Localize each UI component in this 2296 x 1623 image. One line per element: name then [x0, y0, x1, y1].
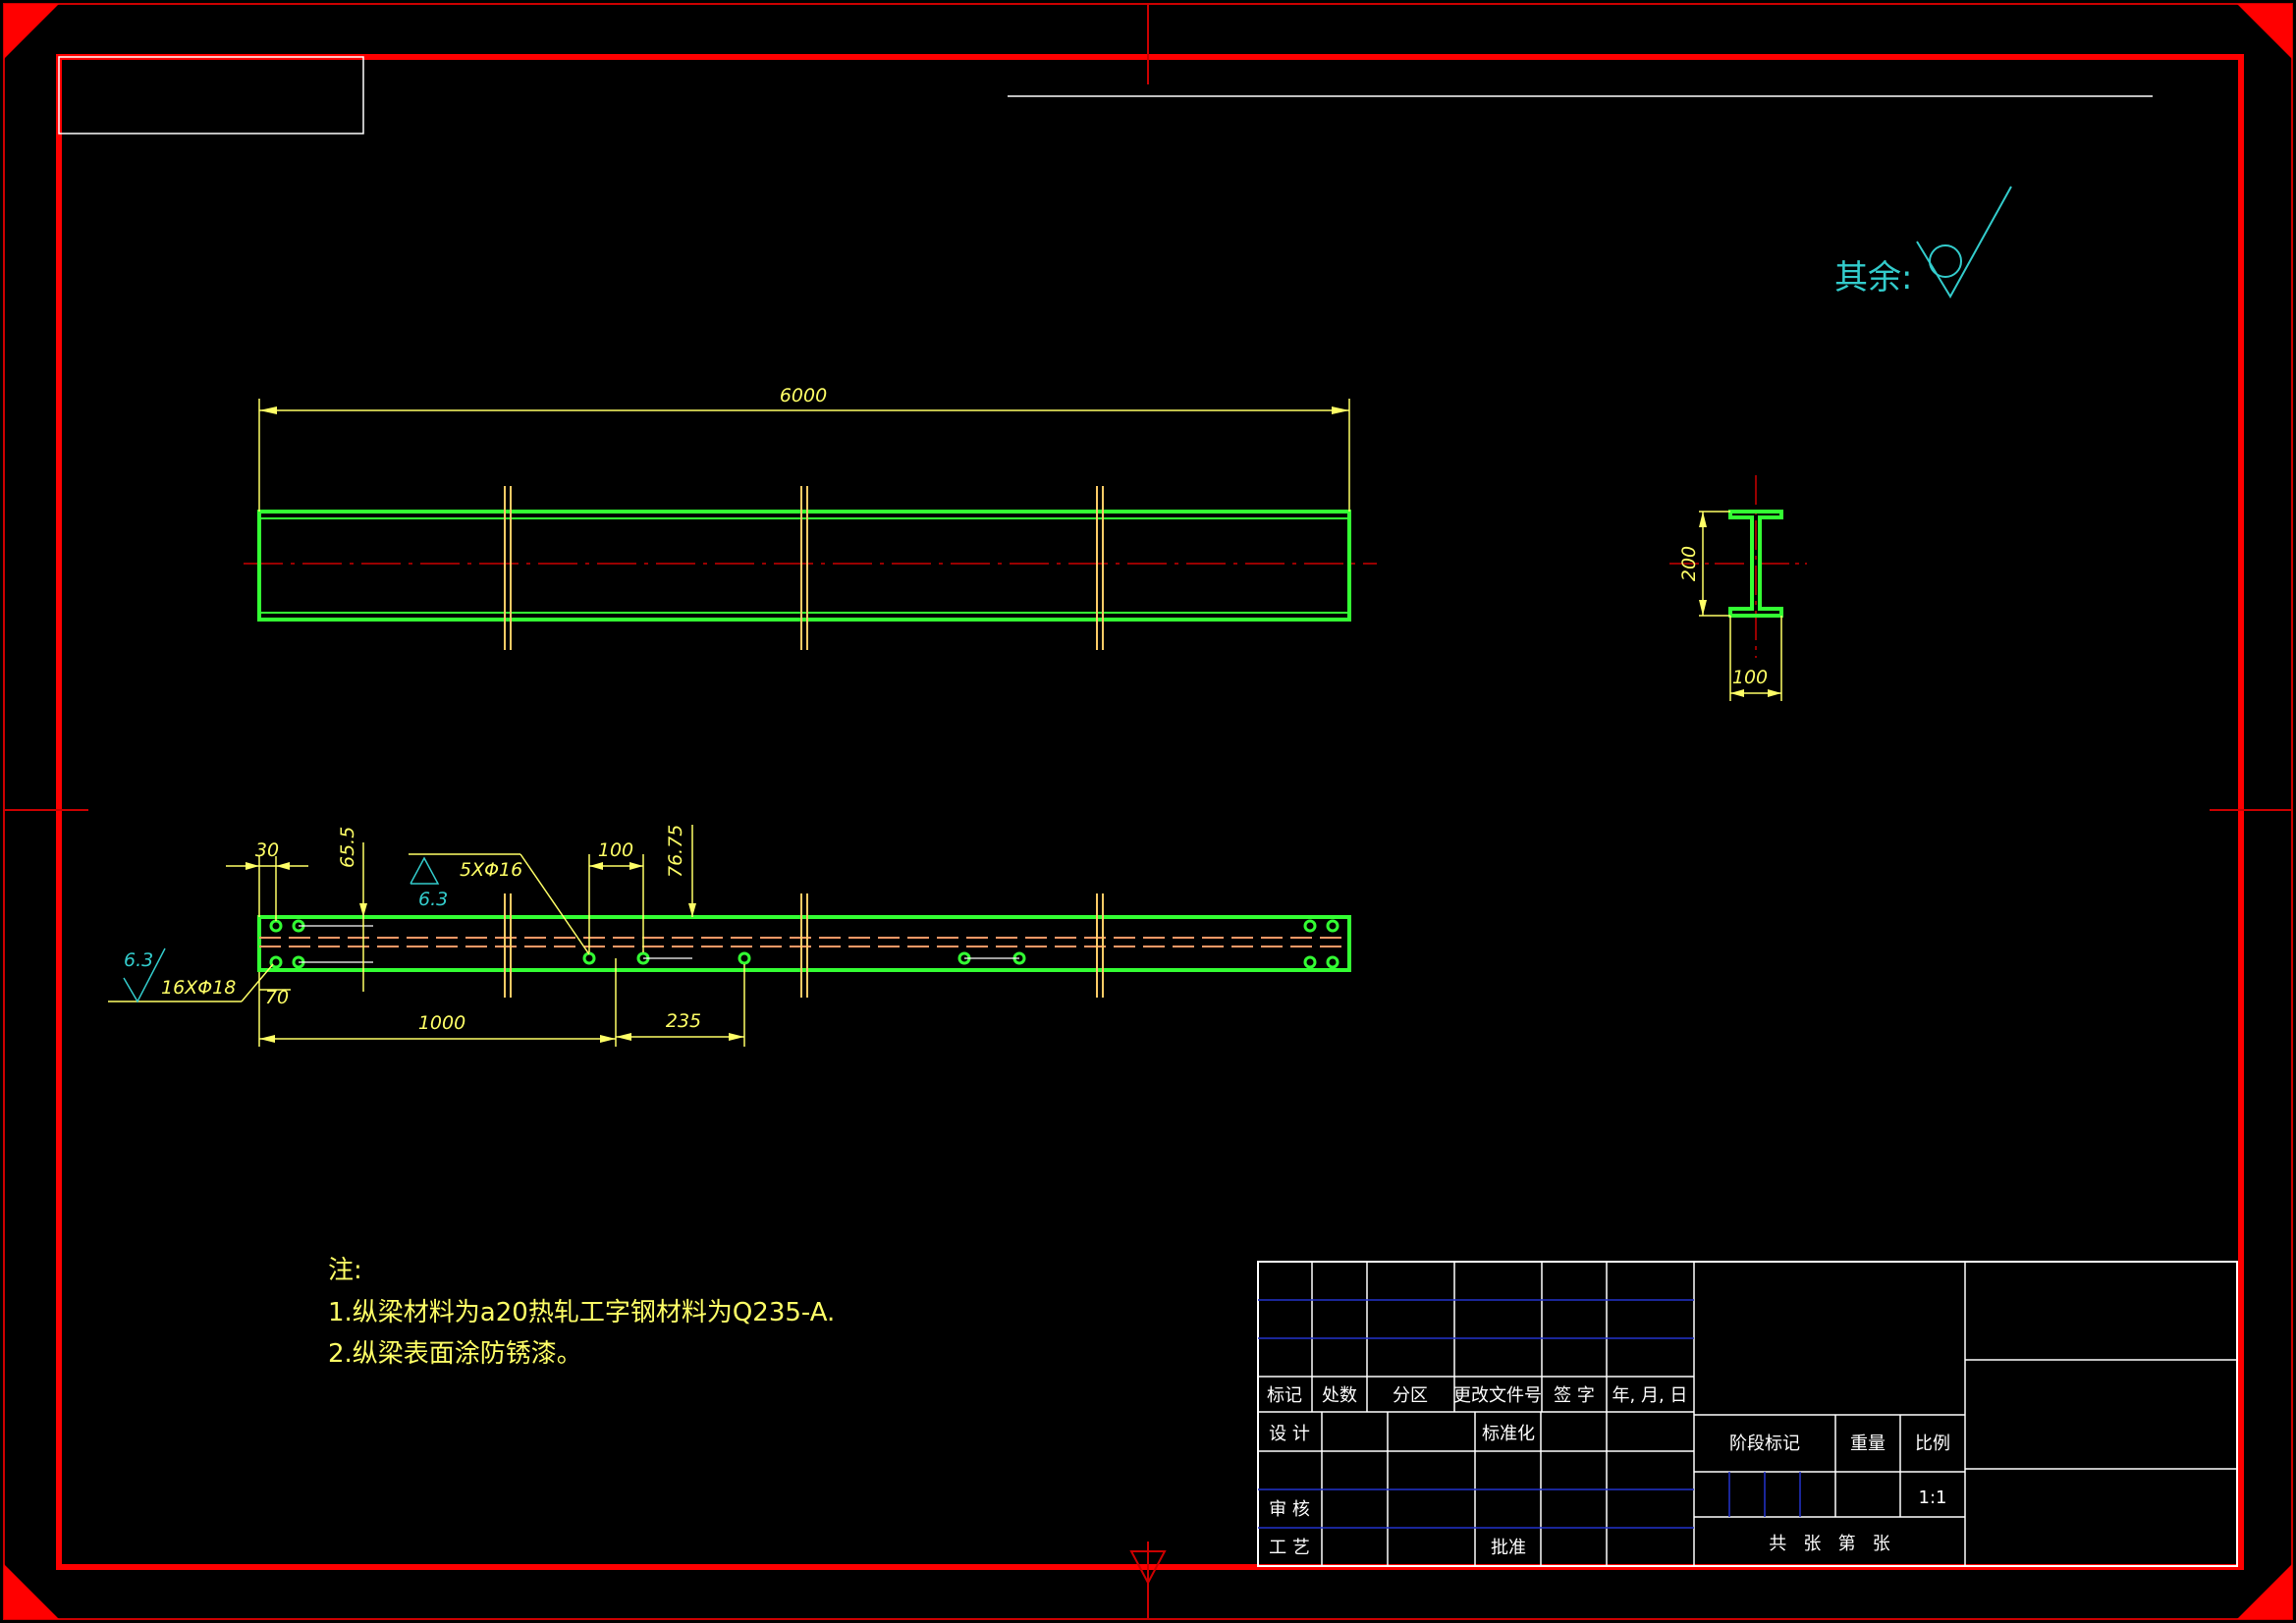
hole-circle	[1303, 919, 1317, 933]
hole-callout-top: 5XΦ16	[460, 859, 522, 881]
roughness-symbol-top: 6.3 5XΦ16	[409, 853, 522, 910]
corner-mark-tl	[4, 4, 59, 59]
dim-label-100-section: 100	[1732, 667, 1768, 688]
dim-label-100-plan: 100	[598, 839, 633, 861]
dim-label-30: 30	[255, 839, 279, 861]
rev-header-count: 处数	[1322, 1385, 1357, 1406]
drawing-number-box	[58, 56, 364, 135]
beam-outline	[257, 510, 1351, 622]
rev-header-zone: 分区	[1393, 1385, 1428, 1406]
corner-mark-bl	[4, 1564, 59, 1619]
scale-label: 比例	[1915, 1434, 1950, 1454]
hole-circle	[269, 955, 283, 969]
roughness-triangle-icon	[410, 856, 440, 885]
roughness-label-left: 6.3	[124, 949, 153, 971]
title-block-frame	[1257, 1261, 2238, 1567]
title-block-blue-lines	[1258, 1299, 1801, 1529]
break-lines	[504, 486, 1104, 650]
note-item-1: 1.纵梁材料为a20热轧工字钢材料为Q235-A.	[328, 1298, 835, 1327]
orientation-triangle	[1129, 1550, 1167, 1586]
dim-label-200: 200	[1678, 546, 1700, 581]
standardize-label: 标准化	[1482, 1424, 1535, 1444]
rev-header-date: 年, 月, 日	[1613, 1385, 1688, 1406]
flange-outline	[257, 915, 1351, 972]
approve-label: 批准	[1491, 1538, 1526, 1558]
dim-label-6000: 6000	[780, 385, 827, 406]
design-label: 设 计	[1269, 1424, 1310, 1444]
title-block-grid	[1258, 1262, 2237, 1566]
dim-label-1000: 1000	[418, 1012, 465, 1034]
roughness-symbol-left: 6.3 16XΦ18	[123, 947, 236, 1003]
rev-header-mark: 标记	[1267, 1385, 1302, 1406]
notes-heading: 注:	[328, 1256, 362, 1285]
hole-circle	[1303, 955, 1317, 969]
plan-arrowheads	[246, 862, 744, 1043]
roughness-label-top: 6.3	[418, 889, 448, 910]
hole-centerlines	[299, 925, 1019, 963]
surface-finish-label: 其余:	[1834, 258, 1912, 298]
sheet-info: 共 张 第 张	[1769, 1534, 1890, 1554]
title-block: 标记 处数 分区 更改文件号 签 字 年, 月, 日 设 计 标准化 审 核 工…	[1257, 1261, 2238, 1567]
roughness-check-icon	[123, 947, 166, 1003]
stage-mark-label: 阶段标记	[1729, 1434, 1800, 1454]
hole-circle	[1326, 919, 1339, 933]
roughness-circle-icon	[1929, 244, 1962, 278]
hole-circle	[269, 919, 283, 933]
front-view: 6000	[244, 385, 1377, 650]
hole-circle	[738, 951, 751, 965]
scale-value: 1:1	[1919, 1488, 1947, 1508]
corner-mark-br	[2237, 1564, 2292, 1619]
dim-label-76-75: 76.75	[665, 825, 686, 878]
hole-callout-left: 16XΦ18	[161, 977, 236, 999]
roughness-check-icon	[1916, 186, 2012, 298]
surface-finish-symbol: 其余:	[1834, 186, 2012, 298]
hole-circle	[1326, 955, 1339, 969]
review-label: 审 核	[1269, 1499, 1310, 1520]
rev-header-doc: 更改文件号	[1453, 1385, 1542, 1406]
sheet-border	[3, 3, 2293, 1620]
plan-view: 30 65.5 100 76.75 70 1000 235 6.3 5XΦ16 …	[108, 825, 1351, 1047]
notes: 注: 1.纵梁材料为a20热轧工字钢材料为Q235-A. 2.纵梁表面涂防锈漆。	[328, 1256, 835, 1369]
dim-label-65-5: 65.5	[337, 827, 358, 868]
rev-header-sign: 签 字	[1554, 1385, 1595, 1406]
note-item-2: 2.纵梁表面涂防锈漆。	[328, 1339, 582, 1369]
plan-break-lines	[504, 893, 1104, 998]
weight-label: 重量	[1850, 1434, 1886, 1454]
plan-dimension-lines	[108, 825, 745, 1047]
corner-mark-tr	[2237, 4, 2292, 59]
process-label: 工 艺	[1269, 1538, 1310, 1558]
hole-circle	[582, 951, 596, 965]
section-view: 200 100	[1669, 475, 1807, 701]
bolt-holes	[269, 919, 1339, 969]
dim-label-235: 235	[666, 1010, 701, 1032]
dim-label-70: 70	[265, 987, 289, 1008]
